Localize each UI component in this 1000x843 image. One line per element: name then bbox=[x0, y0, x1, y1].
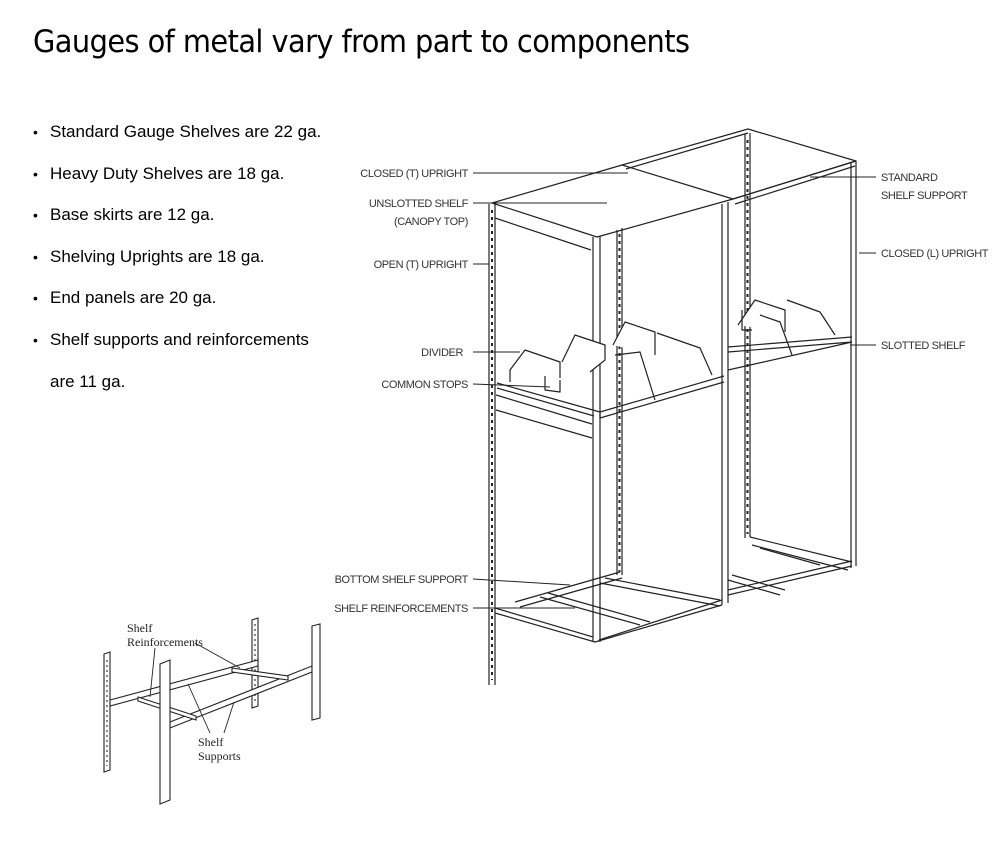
leader-common-stops bbox=[472, 383, 551, 388]
bullet-item: •Standard Gauge Shelves are 22 ga. bbox=[33, 122, 322, 141]
left-shelf-skirt bbox=[495, 394, 593, 439]
closed-l-upright bbox=[850, 161, 857, 568]
closed-t-upright-front bbox=[592, 236, 601, 642]
common-stop bbox=[741, 310, 752, 331]
slide-title: Gauges of metal vary from part to compon… bbox=[33, 24, 690, 60]
shelf-reinforcement bbox=[727, 574, 786, 596]
bullet-item: •Shelving Uprights are 18 ga. bbox=[33, 246, 265, 266]
bullet-icon: • bbox=[33, 248, 38, 265]
divider-edge bbox=[614, 351, 656, 401]
divider-edge bbox=[759, 314, 793, 356]
label-shelf-supports-1: Shelf bbox=[198, 735, 223, 749]
bullet-item: •Base skirts are 12 ga. bbox=[33, 205, 215, 225]
bottom-shelf-support bbox=[514, 571, 623, 608]
label-canopy-top: (CANOPY TOP) bbox=[394, 216, 468, 228]
shelf-reinforcement bbox=[539, 592, 651, 626]
shelf-support-detail-drawing bbox=[103, 617, 321, 805]
left-labels: CLOSED (T) UPRIGHT UNSLOTTED SHELF (CANO… bbox=[334, 168, 469, 615]
shelf-reinforcement bbox=[231, 667, 289, 681]
label-divider: DIVIDER bbox=[421, 347, 463, 359]
divider bbox=[786, 299, 836, 336]
bullet-item: •End panels are 20 ga. bbox=[33, 288, 217, 308]
detail-leader-lines bbox=[149, 642, 241, 734]
common-stop bbox=[544, 376, 561, 393]
bottom-side-rail bbox=[749, 536, 853, 571]
divider bbox=[509, 349, 561, 382]
divider bbox=[656, 332, 713, 376]
canopy-top-shelf bbox=[491, 164, 734, 238]
bullet-icon: • bbox=[33, 290, 38, 307]
upright-front-right bbox=[311, 623, 321, 721]
upright-front-left bbox=[159, 659, 171, 805]
label-closed-l-upright: CLOSED (L) UPRIGHT bbox=[881, 248, 989, 260]
label-shelf-reinforcements-1: Shelf bbox=[127, 621, 152, 635]
bullet-icon: • bbox=[33, 165, 38, 182]
leader-support bbox=[187, 683, 211, 734]
leader-reinforcement bbox=[194, 642, 241, 669]
label-shelf-supports-2: Supports bbox=[198, 749, 241, 763]
bullet-icon: • bbox=[33, 331, 38, 348]
label-standard: STANDARD bbox=[881, 172, 938, 184]
label-shelf-reinforcements-2: Reinforcements bbox=[127, 635, 203, 649]
shelf-support-back bbox=[109, 659, 259, 707]
label-slotted-shelf: SLOTTED SHELF bbox=[881, 340, 966, 352]
leader-reinforcement bbox=[149, 647, 156, 698]
gauge-bullet-list: •Standard Gauge Shelves are 22 ga. •Heav… bbox=[30, 122, 321, 414]
bullet-icon: • bbox=[33, 124, 38, 140]
divider bbox=[561, 334, 606, 373]
open-t-upright bbox=[488, 203, 496, 685]
leader-support bbox=[223, 701, 235, 734]
label-shelf-reinforcements: SHELF REINFORCEMENTS bbox=[334, 603, 468, 615]
bullet-icon: • bbox=[33, 207, 38, 224]
leader-bottom-shelf-support bbox=[472, 578, 571, 586]
middle-front-upright bbox=[721, 202, 729, 605]
left-slotted-shelf bbox=[496, 375, 725, 419]
detail-labels: Shelf Reinforcements Shelf Supports bbox=[127, 621, 241, 763]
right-labels: STANDARD SHELF SUPPORT CLOSED (L) UPRIGH… bbox=[881, 172, 989, 352]
label-shelf-support: SHELF SUPPORT bbox=[881, 190, 968, 202]
divider bbox=[612, 321, 656, 355]
label-open-t-upright: OPEN (T) UPRIGHT bbox=[374, 259, 469, 271]
right-rear-upright bbox=[744, 133, 751, 538]
bullet-item: •Heavy Duty Shelves are 18 ga. bbox=[33, 163, 285, 183]
shelving-unit-drawing bbox=[488, 128, 857, 685]
left-side-rail bbox=[494, 217, 592, 251]
right-slotted-shelf bbox=[727, 336, 853, 371]
left-shelf-lip bbox=[496, 387, 595, 417]
label-bottom-shelf-support: BOTTOM SHELF SUPPORT bbox=[335, 574, 469, 586]
center-rear-upright bbox=[616, 228, 623, 575]
bottom-front-rail-inner bbox=[494, 599, 723, 641]
label-closed-t-upright: CLOSED (T) UPRIGHT bbox=[360, 168, 468, 180]
label-unslotted-shelf: UNSLOTTED SHELF bbox=[369, 198, 469, 210]
shelf-reinforcement bbox=[599, 577, 721, 607]
shelf-reinforcement bbox=[759, 547, 821, 566]
rear-top-rail bbox=[625, 132, 749, 170]
leader-lines bbox=[472, 172, 876, 609]
label-common-stops: COMMON STOPS bbox=[381, 379, 468, 391]
bottom-front-rail bbox=[494, 604, 723, 643]
standard-shelf-support-rail bbox=[732, 160, 857, 205]
